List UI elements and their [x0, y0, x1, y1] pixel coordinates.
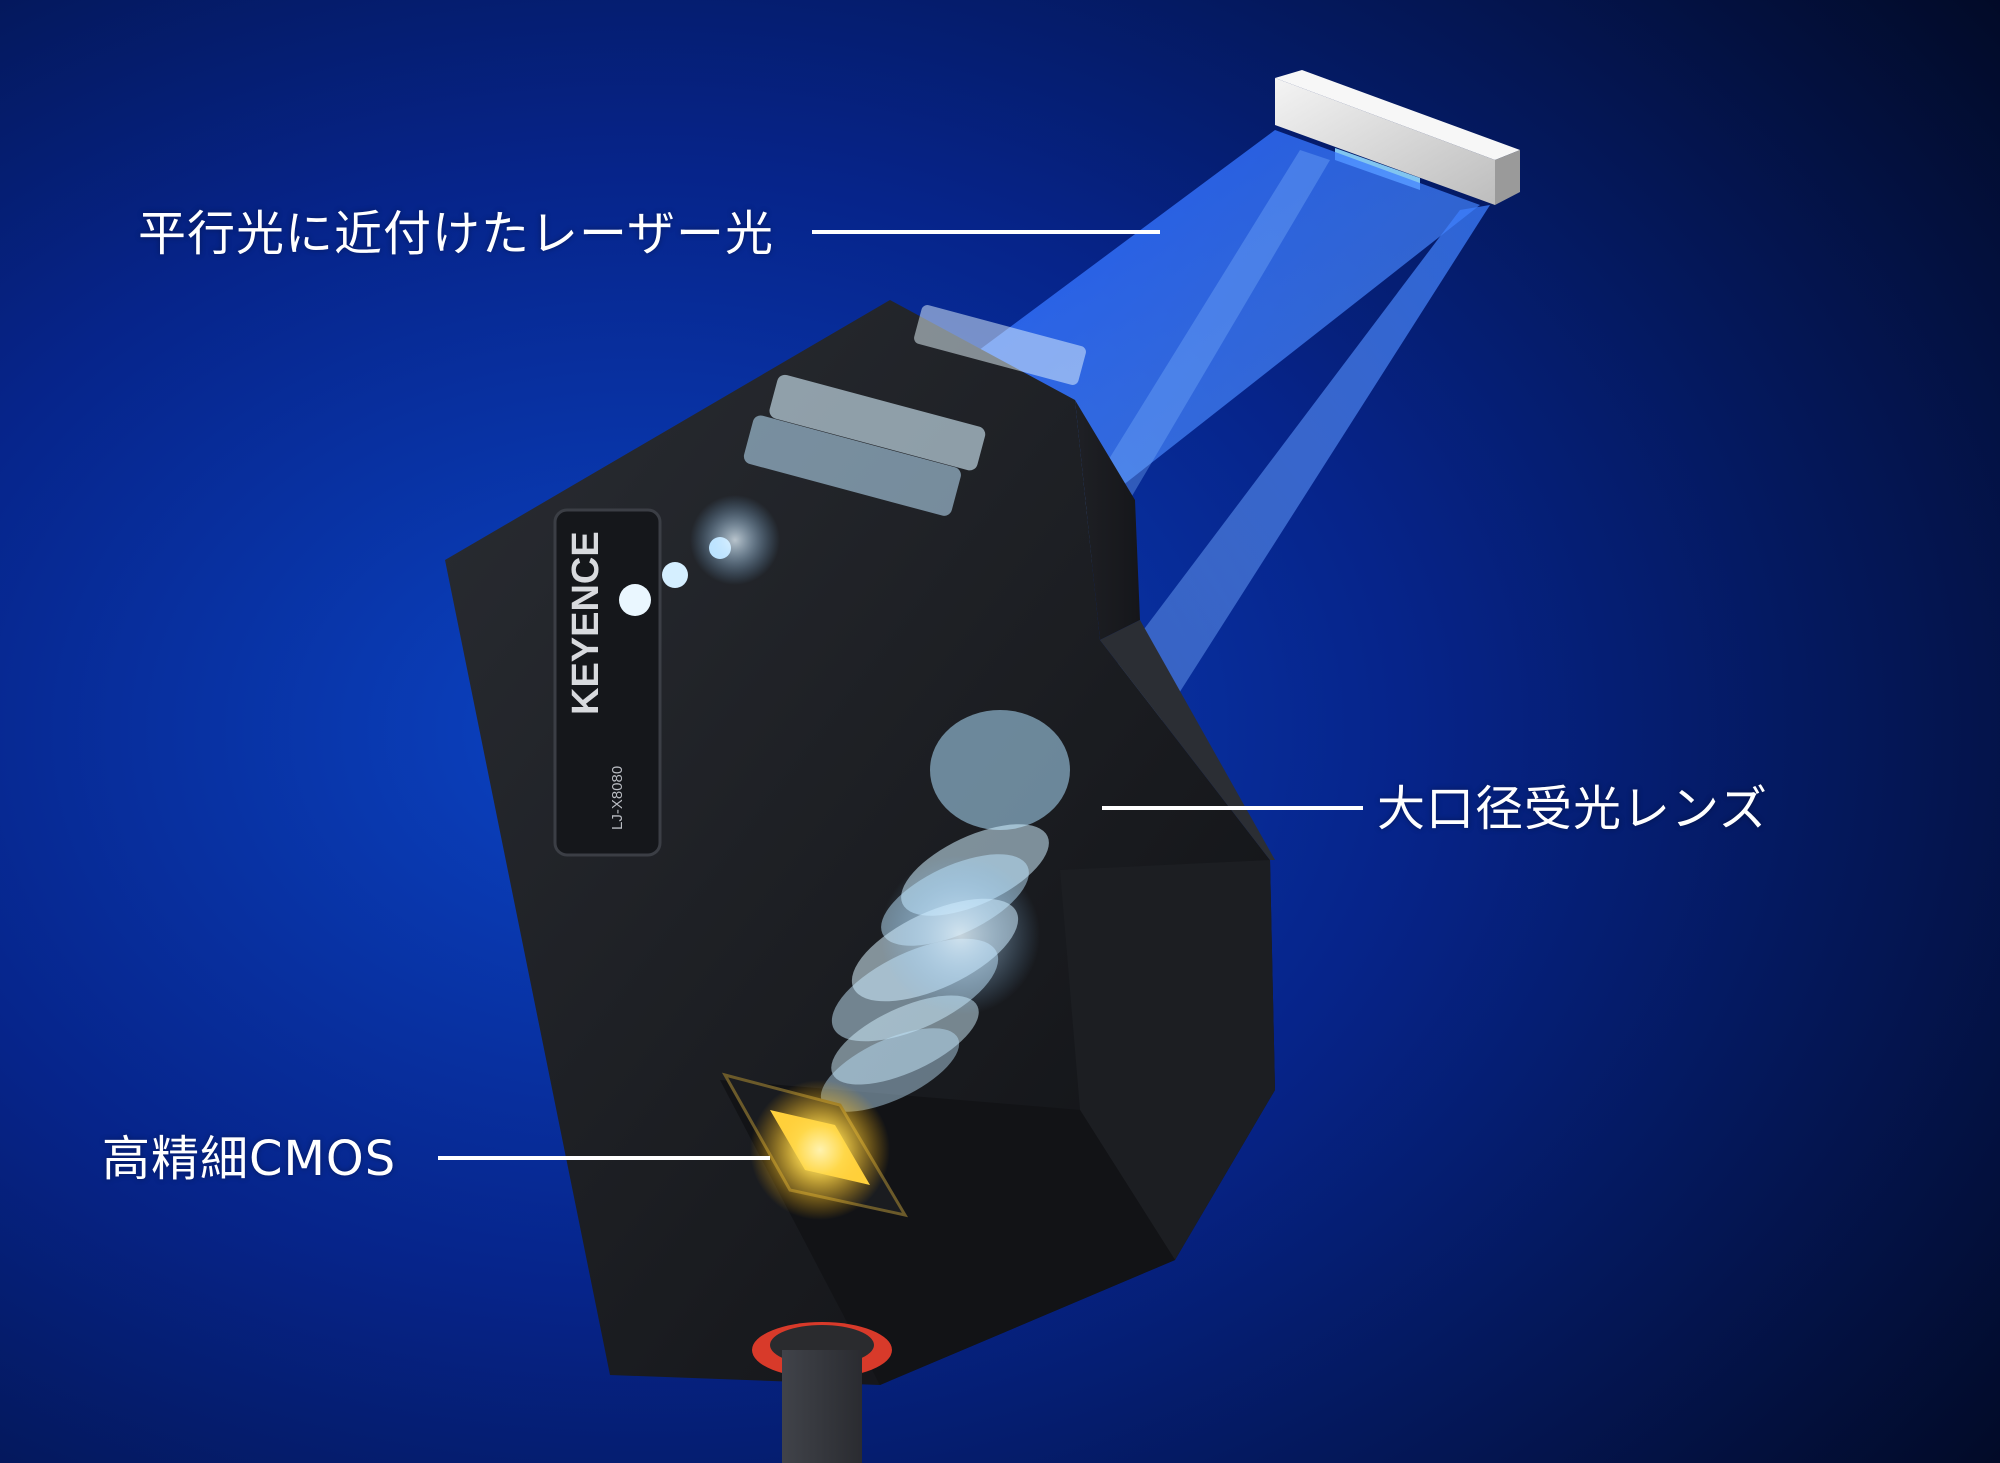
cmos-sensor [721, 1072, 909, 1220]
cable-connector [752, 1322, 892, 1463]
laser-leader-line [812, 230, 1160, 234]
callout-cmos: 高精細CMOS [102, 1131, 397, 1187]
emitter-optics [619, 305, 1086, 616]
model-number: LJ-X8080 [609, 766, 626, 830]
callout-lens: 大口径受光レンズ [1377, 781, 1769, 837]
measurement-target [1275, 70, 1520, 205]
receiver-lens-stack [820, 710, 1070, 1112]
brand-logo: KEYENCE [565, 531, 607, 715]
cmos-leader-line [438, 1156, 770, 1160]
lens-leader-line [1102, 806, 1363, 810]
callout-laser: 平行光に近付けたレーザー光 [138, 206, 775, 262]
